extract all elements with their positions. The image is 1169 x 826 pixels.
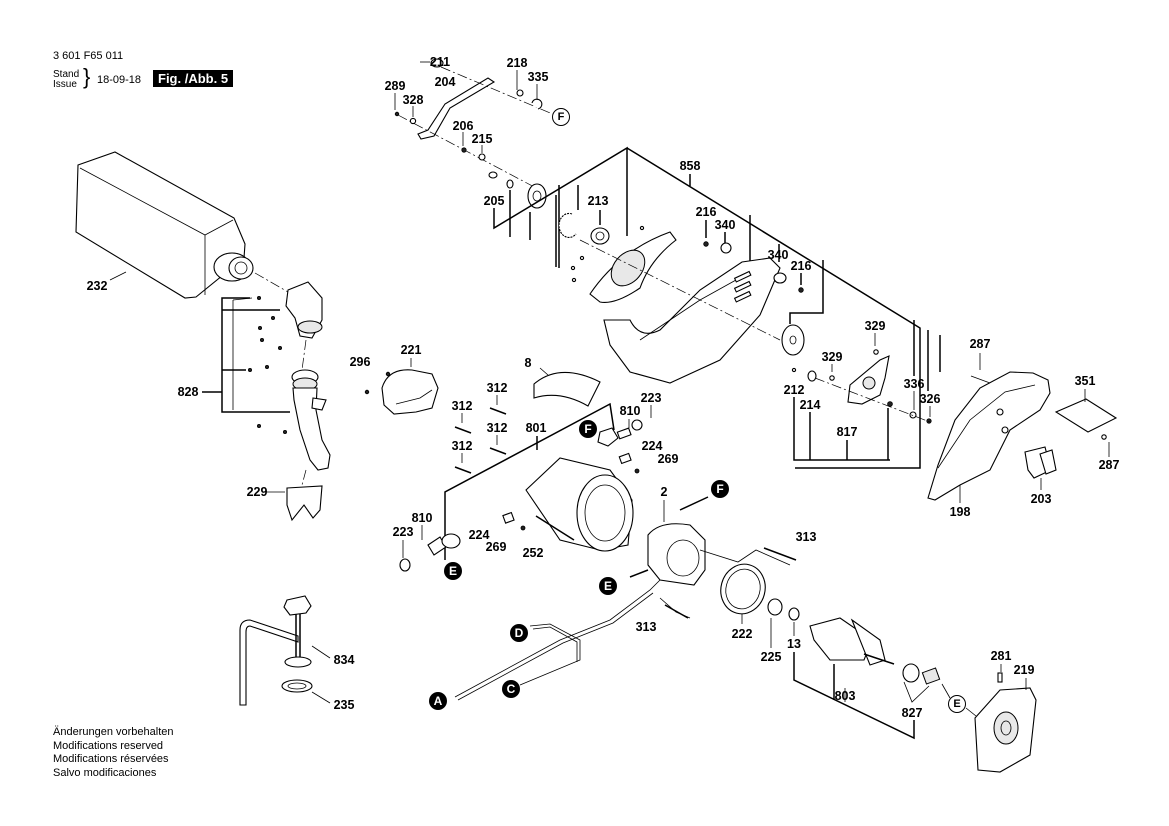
part-label-269: 269 bbox=[485, 540, 507, 554]
part-label-206: 206 bbox=[452, 119, 474, 133]
part-label-215: 215 bbox=[471, 132, 493, 146]
part-label-351: 351 bbox=[1074, 374, 1096, 388]
footer-line-fr: Modifications réservées bbox=[53, 753, 169, 765]
part-label-214: 214 bbox=[799, 398, 821, 412]
armature-assembly-part bbox=[720, 563, 951, 740]
part-label-827: 827 bbox=[901, 706, 923, 720]
footer-line-en: Modifications reserved bbox=[53, 739, 164, 752]
reference-marker-e: E bbox=[444, 562, 462, 580]
reference-marker-f: F bbox=[579, 420, 597, 438]
part-label-328: 328 bbox=[402, 93, 424, 107]
part-label-252: 252 bbox=[522, 546, 544, 560]
part-label-287: 287 bbox=[1098, 458, 1120, 472]
part-label-224: 224 bbox=[641, 439, 663, 453]
part-label-8: 8 bbox=[524, 356, 532, 370]
part-label-289: 289 bbox=[384, 79, 406, 93]
part-label-858: 858 bbox=[679, 159, 701, 173]
part-label-203: 203 bbox=[1030, 492, 1052, 506]
part-label-834: 834 bbox=[333, 653, 355, 667]
footer-notice: Änderungen vorbehalten Modifications res… bbox=[53, 726, 173, 780]
stand-issue-label: Stand Issue bbox=[53, 70, 79, 90]
part-label-828: 828 bbox=[177, 385, 199, 399]
part-label-219: 219 bbox=[1013, 663, 1035, 677]
part-label-269: 269 bbox=[657, 452, 679, 466]
part-label-335: 335 bbox=[527, 70, 549, 84]
part-label-229: 229 bbox=[246, 485, 268, 499]
reference-marker-a: A bbox=[429, 692, 447, 710]
part-label-803: 803 bbox=[834, 689, 856, 703]
part-label-313: 313 bbox=[795, 530, 817, 544]
dust-chute-assembly-part bbox=[202, 272, 331, 522]
part-label-313: 313 bbox=[635, 620, 657, 634]
reference-marker-d: D bbox=[510, 624, 528, 642]
issue-label: Issue bbox=[53, 79, 77, 90]
part-label-340: 340 bbox=[714, 218, 736, 232]
part-label-222: 222 bbox=[731, 627, 753, 641]
reference-marker-e: E bbox=[599, 577, 617, 595]
part-label-213: 213 bbox=[587, 194, 609, 208]
part-label-204: 204 bbox=[434, 75, 456, 89]
part-label-817: 817 bbox=[836, 425, 858, 439]
part-label-13: 13 bbox=[787, 637, 801, 651]
part-label-281: 281 bbox=[990, 649, 1012, 663]
part-label-312: 312 bbox=[451, 439, 473, 453]
part-label-198: 198 bbox=[949, 505, 971, 519]
end-shield-part bbox=[965, 664, 1037, 773]
part-label-312: 312 bbox=[486, 421, 508, 435]
part-label-801: 801 bbox=[525, 421, 547, 435]
part-label-329: 329 bbox=[821, 350, 843, 364]
part-label-312: 312 bbox=[486, 381, 508, 395]
part-label-2: 2 bbox=[660, 485, 668, 499]
part-label-216: 216 bbox=[790, 259, 812, 273]
document-number: 3 601 F65 011 bbox=[53, 50, 124, 62]
part-label-329: 329 bbox=[864, 319, 886, 333]
footer-line-es: Salvo modificaciones bbox=[53, 766, 157, 779]
part-label-212: 212 bbox=[783, 383, 805, 397]
stand-label: Stand bbox=[53, 69, 80, 80]
part-label-810: 810 bbox=[619, 404, 641, 418]
part-label-224: 224 bbox=[468, 528, 490, 542]
issue-date: 18-09-18 bbox=[97, 74, 142, 86]
blade-guard-assembly-part bbox=[558, 147, 921, 469]
part-label-312: 312 bbox=[451, 399, 473, 413]
reference-marker-f: F bbox=[552, 108, 570, 126]
screws-312-part bbox=[454, 395, 507, 474]
reference-marker-e: E bbox=[948, 695, 966, 713]
part-label-216: 216 bbox=[695, 205, 717, 219]
lower-blade-guard-part bbox=[927, 353, 1118, 503]
part-label-326: 326 bbox=[919, 392, 941, 406]
part-label-205: 205 bbox=[483, 194, 505, 208]
figure-label: Fig. /Abb. 5 bbox=[153, 70, 234, 87]
motor-cover-part bbox=[364, 358, 439, 415]
dust-bag-part bbox=[75, 151, 254, 299]
part-label-235: 235 bbox=[333, 698, 355, 712]
part-label-223: 223 bbox=[392, 525, 414, 539]
motor-housing-part bbox=[399, 367, 652, 572]
part-label-810: 810 bbox=[411, 511, 433, 525]
part-label-211: 211 bbox=[429, 55, 451, 69]
clamp-rod-part bbox=[239, 595, 331, 706]
part-label-218: 218 bbox=[506, 56, 528, 70]
part-label-336: 336 bbox=[903, 377, 925, 391]
lever-part bbox=[394, 58, 628, 267]
footer-line-de: Änderungen vorbehalten bbox=[53, 726, 174, 738]
part-label-223: 223 bbox=[640, 391, 662, 405]
field-coil-part bbox=[454, 496, 797, 701]
part-label-340: 340 bbox=[767, 248, 789, 262]
part-label-232: 232 bbox=[86, 279, 108, 293]
part-label-296: 296 bbox=[349, 355, 371, 369]
flange-plate-part bbox=[791, 320, 941, 461]
brace-glyph: } bbox=[83, 64, 91, 89]
part-label-225: 225 bbox=[760, 650, 782, 664]
part-label-221: 221 bbox=[400, 343, 422, 357]
reference-marker-f: F bbox=[711, 480, 729, 498]
reference-marker-c: C bbox=[502, 680, 520, 698]
part-label-287: 287 bbox=[969, 337, 991, 351]
